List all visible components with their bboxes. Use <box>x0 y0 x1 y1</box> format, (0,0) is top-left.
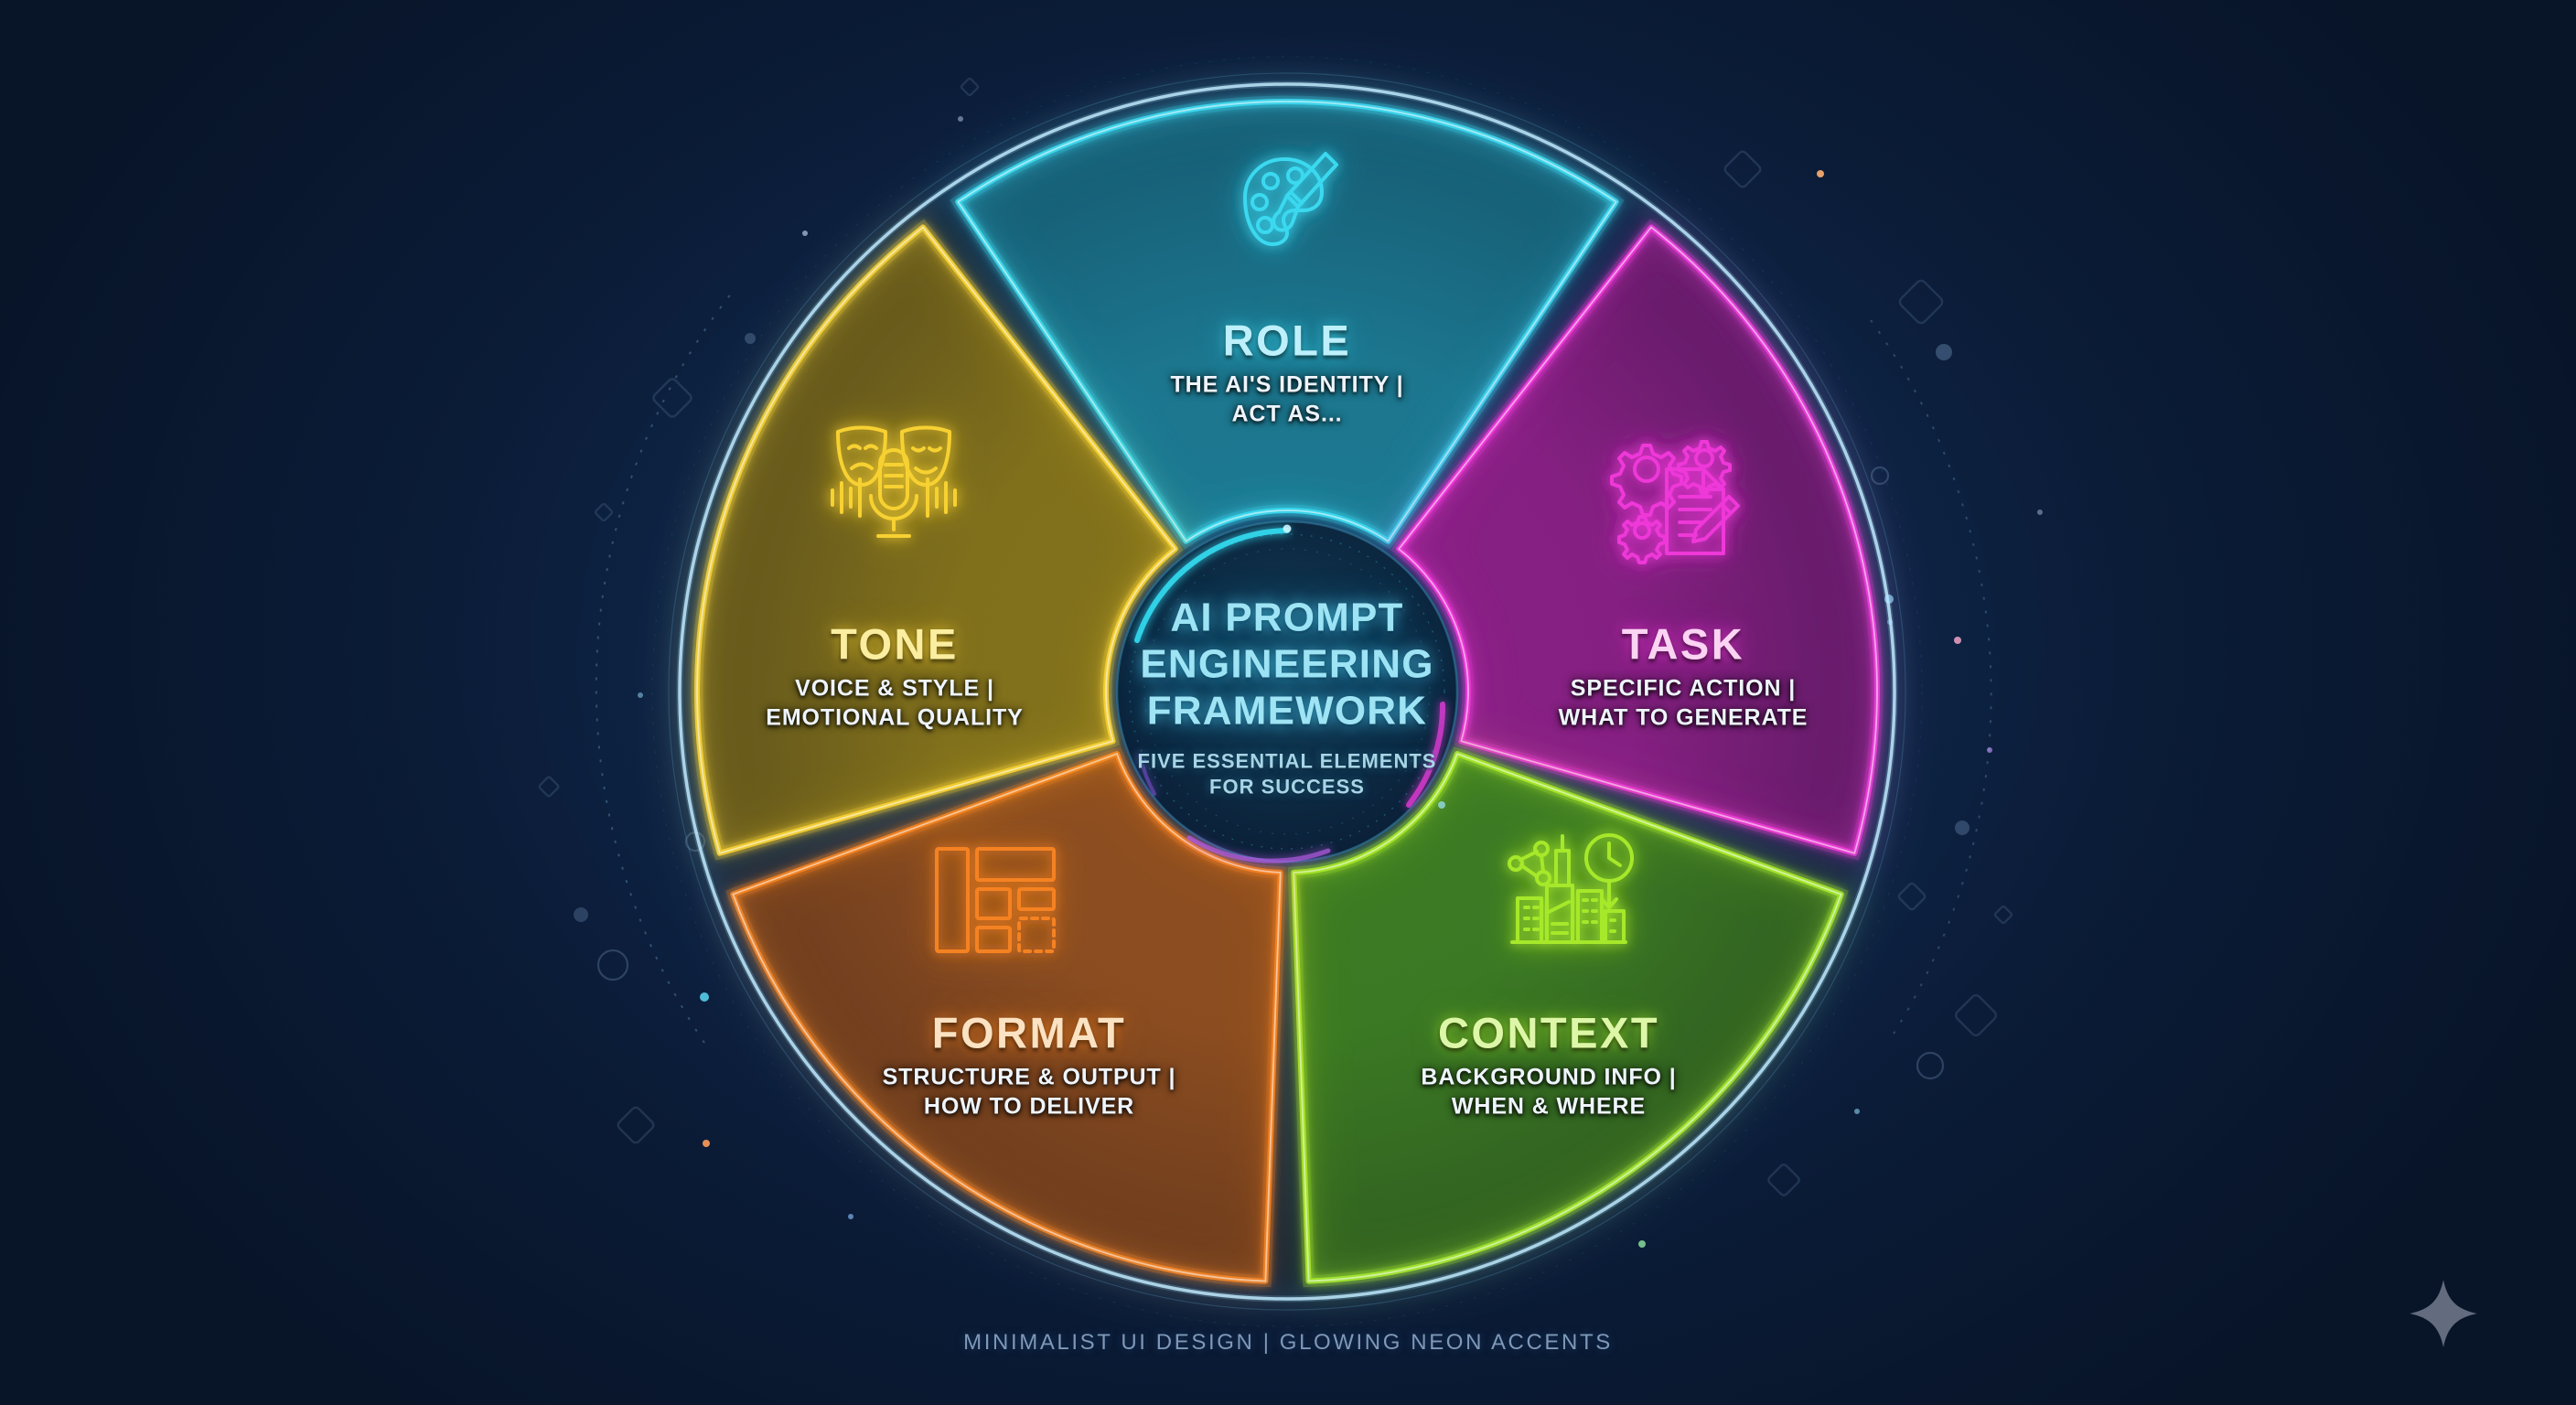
decor-diamond <box>960 77 980 97</box>
wheel-segment-context[interactable] <box>1287 745 1850 1288</box>
decor-particle <box>958 116 963 122</box>
decor-ring <box>1916 1051 1945 1080</box>
segment-highlight-tone <box>696 226 1176 854</box>
decor-ring <box>596 949 629 981</box>
decor-particle <box>1936 344 1952 360</box>
decor-particle <box>2037 509 2043 515</box>
decor-particle <box>848 1214 853 1219</box>
decor-particle <box>574 907 588 922</box>
decor-particle <box>802 231 808 236</box>
wheel-segment-tone[interactable] <box>691 219 1184 861</box>
decor-particle <box>700 992 709 1002</box>
wheel-segment-task[interactable] <box>1390 219 1884 861</box>
decor-diamond <box>1723 150 1762 188</box>
segment-fill-task[interactable] <box>1399 227 1877 853</box>
background-decorations <box>538 77 2043 1248</box>
segment-fill-format[interactable] <box>733 754 1281 1282</box>
decor-particle <box>1817 170 1824 177</box>
decor-particle <box>703 1140 710 1147</box>
segment-fill-tone[interactable] <box>697 227 1175 853</box>
decor-ring <box>1870 466 1890 486</box>
decor-diamond <box>652 378 692 418</box>
segment-highlight-role <box>957 101 1617 542</box>
wheel-segment-format[interactable] <box>724 745 1287 1288</box>
segment-icons <box>831 152 1740 953</box>
decor-diamond <box>1767 1164 1800 1196</box>
outer-ring <box>651 56 1923 1327</box>
segment-highlight-context <box>1293 753 1842 1282</box>
segment-fill-role[interactable] <box>958 101 1616 542</box>
decor-particle <box>1955 820 1970 835</box>
decor-particle <box>1638 1240 1646 1248</box>
gears-document-pencil-icon <box>1610 440 1740 564</box>
decor-diamond <box>1955 994 1997 1036</box>
wheel-segment-role[interactable] <box>950 95 1625 550</box>
decor-diamond <box>617 1106 655 1144</box>
segment-fill-context[interactable] <box>1293 754 1841 1282</box>
layout-grid-wireframe-icon <box>935 847 1056 953</box>
segment-highlight-task <box>1398 226 1878 854</box>
decor-diamond <box>594 502 614 522</box>
center-hub <box>1115 520 1459 863</box>
segment-highlight-format <box>732 753 1282 1282</box>
decor-diamond <box>1897 882 1927 911</box>
footer-caption: MINIMALIST UI DESIGN | GLOWING NEON ACCE… <box>963 1330 1613 1355</box>
decor-diamond <box>538 776 560 798</box>
decor-particle <box>1987 747 1992 753</box>
city-skyline-clock-icon <box>1508 833 1634 944</box>
decor-diamond <box>1993 905 2013 925</box>
wheel-segments <box>691 95 1884 1288</box>
paint-palette-brush-icon <box>1243 152 1338 246</box>
sparkle-4-point-icon <box>2410 1280 2477 1347</box>
decor-particle <box>1854 1109 1860 1114</box>
decor-particle <box>638 692 643 698</box>
theater-masks-microphone-icon <box>831 425 957 538</box>
decor-diamond <box>1898 279 1944 325</box>
decor-particle <box>745 333 756 344</box>
decor-particle <box>1954 637 1961 644</box>
